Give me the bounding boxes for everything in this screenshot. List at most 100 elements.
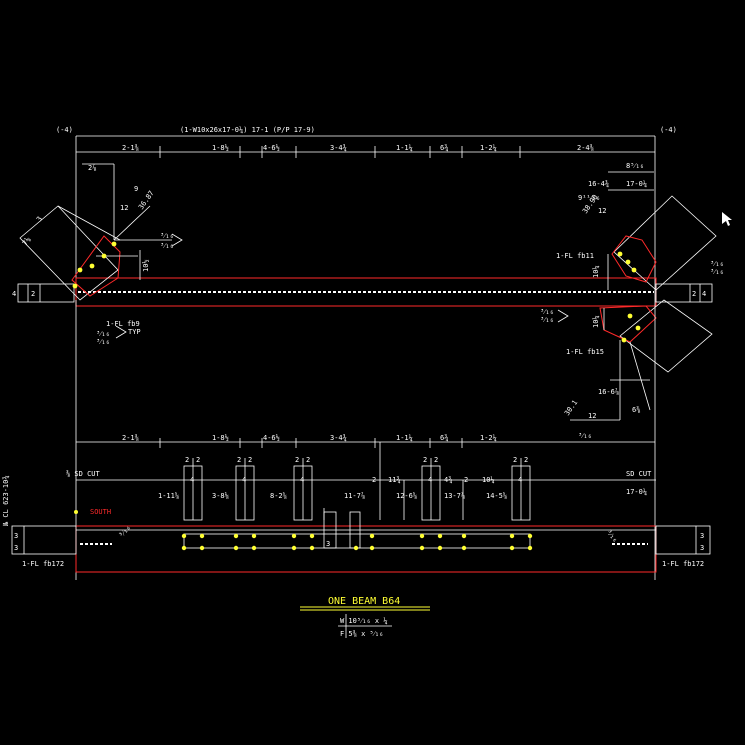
top-dim: 4-6½ [263,144,280,152]
stiffener-dim: 11-7⅞ [344,492,365,500]
left-brace[interactable]: 2⅞ 9 12 36.87 10½ 7⅛ 3 1-FL fb9 ³⁄₁₆ ³⁄₁… [19,163,183,346]
left-fb-top: 1-FL fb9 [106,320,140,328]
small-mark: 3 [700,532,704,540]
small-mark: 4 [702,290,706,298]
small-mark: 2 [295,456,299,464]
right-dim: 17-0¼ [626,488,647,496]
top-dimension-chain: (1-W10x26x17-0¼) 17-1 (P/P 17-9) (-4) (-… [56,126,677,300]
small-mark: 12 [598,207,606,215]
web-note: F 5⅜ x ⁵⁄₁₆ [340,629,383,638]
small-mark: 2 [464,476,468,484]
mid-dim: 3-4¾ [330,434,347,442]
stiffener-top: 11¾ [388,476,401,484]
left-dim: 10½ [142,259,150,272]
top-dim: 6¾ [440,144,448,152]
weld-symbol: ³⁄₁₆ [604,528,619,544]
small-mark: 4 [242,476,246,484]
right-dim: 10¼ [592,265,600,278]
top-dim: 2-1⅜ [122,143,139,152]
sd-cut-left: ⅜ SD CUT [66,469,101,478]
stiffener-top: 10¼ [482,476,495,484]
weld-symbol: ³⁄₁₆ [710,260,724,268]
right-dim: 16-4¾ [588,180,609,188]
small-mark: 2 [513,456,517,464]
mid-dim: 1-1¼ [396,434,413,442]
small-mark: 4 [300,476,304,484]
stiffener-dim: 14-5⅝ [486,492,507,500]
small-mark: 2 [372,476,376,484]
south-label: SOUTH [90,508,111,516]
top-dim: 1-1¼ [396,144,413,152]
small-mark: 3 [14,544,18,552]
stiffener-dim: 3-8⅛ [212,491,229,500]
small-mark: 2 [524,456,528,464]
bottom-beam[interactable]: 3 3 3 3 3 1-FL fb172 1-FL fb172 ³⁄₁₆ ³⁄₁… [11,511,711,573]
middle-dimension-chain: 2-1⅜ 1-8½ 4-6½ 3-4¾ 1-1¼ 6¾ 1-2¼ [75,300,656,580]
end-mark-right: (-4) [660,126,677,134]
small-mark: 3 [326,540,330,548]
end-mark-left: (-4) [56,126,73,134]
left-dim: 12 [120,204,128,212]
stiffener-dim: 1-11⅝ [158,492,179,500]
right-dim: 10¼ [592,315,600,328]
drawing-title: ONE BEAM B64 [328,596,400,607]
stiffener-dim: 8-2⅝ [270,492,287,500]
small-mark: 2 [196,456,200,464]
weld-symbol: ³⁄₁₆ [160,232,174,240]
right-brace[interactable]: 8⁵⁄₁₆ 16-4¾ 17-0¼ 9¹¹⁄₁₆ 38.90 12 1-FL f… [540,162,732,440]
small-mark: 4 [190,476,194,484]
small-mark: 2 [692,290,696,298]
cursor-arrow-icon [722,212,732,226]
weld-symbol: ³⁄₁₆ [96,330,110,338]
small-mark: 2 [434,456,438,464]
weld-symbol: ³⁄₁₆ [540,316,554,324]
small-mark: 4 [518,476,522,484]
stiffener-top: 4¾ [444,476,452,484]
small-mark: 2 [31,290,35,298]
left-dim: 2⅞ [88,164,96,172]
title-block: ONE BEAM B64 W 10⁵⁄₁₆ x ¼ F 5⅜ x ⁵⁄₁₆ [300,596,430,638]
top-dim: 3-4¾ [330,144,347,152]
small-mark: 3 [700,544,704,552]
stiffener-dim: 13-7⅞ [444,492,465,500]
right-dim: 16-6⅞ [598,388,619,396]
bottom-fb-left: 1-FL fb172 [22,560,64,568]
weld-symbol: ³⁄₁₆ [540,308,554,316]
small-mark: 2 [306,456,310,464]
small-mark: 3 [35,215,44,223]
right-fb-mid: 1-FL fb15 [566,348,604,356]
stiffener-layout[interactable]: ⅜ SD CUT SD CUT 17-0¼ 2 2 2 2 2 2 2 2 2 … [2,442,656,527]
mid-dim: 6¾ [440,434,448,442]
typ-label: TYP [128,328,141,336]
sd-cut-right: SD CUT [626,470,652,478]
beam-callout: (1-W10x26x17-0¼) 17-1 (P/P 17-9) [180,126,315,134]
mid-dim: 4-6½ [263,434,280,442]
elevation-note: № CL 623-10¾ [2,475,10,527]
mid-dim: 2-1⅜ [122,433,139,442]
weld-symbol: ³⁄₁₆ [710,268,724,276]
small-mark: 12 [588,412,596,420]
weld-symbol: ³⁄₁₆ [578,432,592,440]
small-mark: 3 [14,532,18,540]
flange-note: W 10⁵⁄₁₆ x ¼ [340,617,388,625]
right-dim: 8⁵⁄₁₆ [626,162,644,170]
small-mark: 4 [12,290,16,298]
weld-symbol: ³⁄₁₆ [96,338,110,346]
top-dim: 1-8½ [212,144,229,152]
small-mark: 2 [423,456,427,464]
right-fb-top: 1-FL fb11 [556,252,594,260]
small-mark: 2 [237,456,241,464]
top-beam[interactable]: 4 2 2 4 [12,277,713,307]
small-mark: 2 [248,456,252,464]
left-dim: 7⅛ [20,235,32,247]
stiffener-dim: 12-6⅝ [396,492,417,500]
small-mark: 4 [428,476,432,484]
right-dim: 9¹¹⁄₁₆ [578,194,600,202]
right-dim: 17-0¼ [626,180,647,188]
right-dim: 6⅜ [632,405,640,414]
left-dim: 9 [134,185,138,193]
top-dim: 1-2¼ [480,144,497,152]
top-dim: 2-4⅜ [577,143,594,152]
